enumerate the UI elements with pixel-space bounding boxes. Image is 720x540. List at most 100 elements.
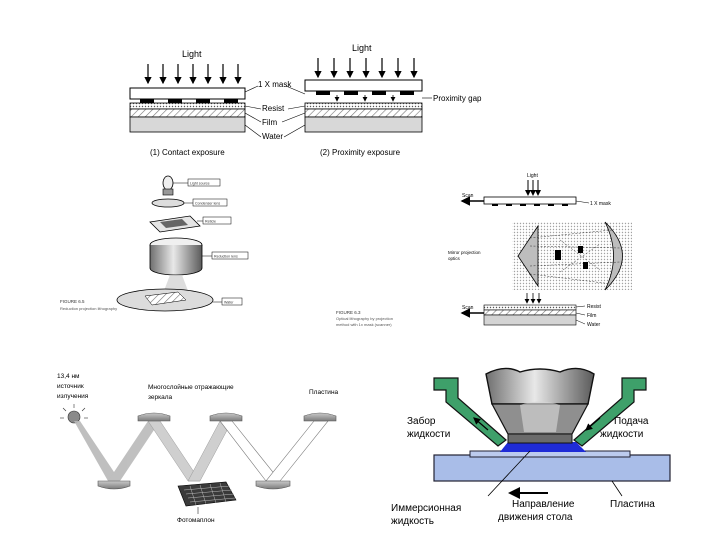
light-label-right: Light: [352, 43, 372, 53]
proximity-exposure-caption: (2) Proximity exposure: [320, 148, 401, 157]
euv-source-line-3: излучения: [57, 393, 89, 400]
scan-label-top: Scan: [462, 193, 474, 199]
label-box-light-source: [187, 178, 221, 187]
resist-layer-left: [129, 102, 246, 110]
layer-leader-lines: [244, 85, 306, 138]
reduction-lens-body: [149, 245, 203, 276]
scanner-exposure-arrows: [524, 293, 542, 304]
euv-mirror-top-2: [209, 412, 243, 422]
supply-label: Подача жидкости: [600, 416, 649, 440]
euv-beam-path: [74, 421, 160, 481]
stepper-label-condenser: Condenser lens: [195, 202, 220, 206]
liquid-intake-nozzle: [433, 377, 507, 447]
water-substrate-left: [129, 116, 246, 133]
water-substrate-right: [304, 116, 423, 133]
euv-source-line-1: 13,4 нм: [57, 373, 80, 380]
intake-label: Забор жидкости: [407, 415, 450, 440]
resist-layer-right: [304, 102, 423, 110]
euv-mirrors-label: Многослойные отражающие зеркала: [148, 383, 234, 401]
label-box-reticle: [202, 216, 232, 225]
scanner-mask-label: 1 X mask: [590, 201, 611, 207]
euv-mirrors-line-1: Многослойные отражающие: [148, 383, 234, 391]
euv-mirror-bottom-1: [97, 480, 131, 490]
optical-rays: [529, 229, 621, 285]
stage-direction-label: Направление движения стола: [498, 499, 575, 523]
scanner-caption-line1: Optical lithography by projection: [336, 316, 393, 321]
immersion-plate-label: Пластина: [610, 499, 655, 510]
projection-lens-tip: [507, 433, 573, 444]
scanner-resist-label: Resist: [587, 304, 602, 310]
mask-chrome-left: [140, 99, 238, 103]
stepper-label-boxes: [173, 178, 249, 306]
scanner-film: [483, 309, 577, 316]
mask-plate-right: [304, 79, 423, 92]
scanner-mask: [483, 196, 577, 205]
scanner-light-label: Light: [527, 173, 538, 179]
film-label: Film: [262, 118, 277, 127]
intake-label-line-1: Забор: [407, 415, 436, 427]
plate-leader: [611, 480, 623, 497]
stepper-panel: Light source Condenser lens Reticle Redu…: [60, 175, 249, 312]
mask-leader: [575, 200, 590, 204]
scanner-water-label: Water: [587, 322, 600, 328]
scanner-caption-title: FIGURE 6.3: [336, 310, 361, 315]
mask-plate-left: [129, 87, 246, 100]
direction-label-line-1: Направление: [512, 499, 575, 510]
stepper-label-wafer: Wafer: [224, 301, 234, 305]
scanner-layer-leaders: [575, 305, 586, 325]
supply-flow-arrow: [585, 417, 601, 431]
stepper-label-light-source: Light source: [190, 182, 210, 186]
euv-mirror-top-1: [137, 412, 171, 422]
immersion-liquid: [500, 442, 586, 452]
scanner-caption-line2: method with 1x mask (scanner): [336, 322, 392, 327]
condenser-lens: [151, 198, 185, 208]
label-box-lens: [211, 251, 249, 260]
wafer-dies: [144, 291, 187, 306]
proximity-gap-label: Proximity gap: [433, 94, 482, 103]
optics-small-mirrors: [555, 246, 588, 269]
immersion-panel: Забор жидкости Подача жидкости Иммерсион…: [391, 367, 671, 527]
euv-mirrors-line-2: зеркала: [148, 394, 173, 401]
euv-source-icon: [67, 410, 81, 424]
mirror-optics-label-1: Mirror projection: [448, 250, 481, 255]
label-box-condenser: [192, 198, 228, 207]
light-label-left: Light: [182, 49, 202, 59]
supply-label-line-2: жидкости: [600, 429, 643, 440]
euv-panel: 13,4 нм источник излучения Многослойные …: [57, 373, 339, 524]
diffraction-arrows: [334, 95, 396, 102]
euv-beam-path-2: [147, 420, 233, 482]
euv-wafer-mirror: [303, 412, 337, 422]
supply-label-line-1: Подача: [614, 416, 649, 427]
mirror-optics-label-2: optics: [448, 256, 461, 261]
intake-flow-arrow: [473, 417, 489, 431]
scanner-resist: [483, 304, 577, 311]
lamp: [162, 175, 174, 191]
resist-label: Resist: [262, 104, 285, 113]
euv-photomask-label: Фотомаплон: [177, 517, 215, 524]
direction-label-line-2: движения стола: [498, 512, 573, 523]
film-layer-right: [304, 108, 423, 118]
immersion-leader: [487, 450, 531, 497]
euv-source-line-2: источник: [57, 383, 84, 390]
water-label: Water: [262, 132, 283, 141]
secondary-mirror: [604, 221, 623, 291]
immersion-label-line-2: жидкость: [391, 516, 434, 527]
euv-source-label: 13,4 нм источник излучения: [57, 373, 89, 400]
reticle-pattern: [160, 219, 188, 228]
projection-lens-top: [485, 367, 595, 405]
stepper-labels: Light source Condenser lens Reticle Redu…: [190, 182, 238, 305]
immersion-wafer-stage: [433, 454, 671, 482]
light-arrows-right: [314, 58, 418, 79]
scanner-panel: Light Scan 1 X mask: [336, 173, 632, 328]
euv-beam-path-3: [219, 420, 329, 482]
mask-label: 1 X mask: [258, 80, 292, 89]
euv-mirror-bottom-3: [255, 480, 291, 490]
stepper-label-lens: Reduction lens: [214, 255, 238, 259]
lamp-base: [162, 188, 174, 196]
euv-wafer-label: Пластина: [309, 389, 339, 396]
scanner-water: [483, 314, 577, 326]
primary-mirror: [517, 224, 539, 288]
stepper-caption-title: FIGURE 6.5: [60, 299, 85, 304]
euv-source-rays: [60, 404, 88, 419]
